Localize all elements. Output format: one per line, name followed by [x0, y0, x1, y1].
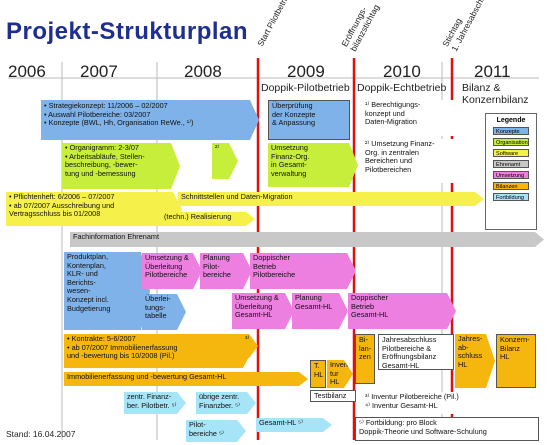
subtitle-2011: Bilanz & Konzernbilanz — [462, 82, 529, 106]
umsetzung-ueberleitung-gesamt: Umsetzung & Überleitung Gesamt-HL — [232, 293, 294, 329]
subtitle-2009: Doppik-Pilotbetrieb — [261, 82, 350, 94]
year-2009: 2009 — [287, 62, 325, 81]
fortbildung-pilotbereiche: Pilot- bereiche ⁵⁾ — [186, 420, 246, 442]
legend-item-konzepte: Konzepte — [493, 127, 529, 135]
umsetzung-planung-gesamt: Planung Gesamt-HL — [292, 293, 348, 329]
bilanzen-bilanzen: Bi- lan- zen — [355, 334, 375, 384]
organisation-umsetzung-2009: Umsetzung Finanz-Org. in Gesamt- verwalt… — [268, 143, 358, 187]
bilanzen-testbilanz: Testbilanz — [310, 390, 356, 402]
software-realisierung: (techn.) Realisierung — [161, 212, 255, 226]
footnote-5-fortbildung: ⁵⁾ Fortbildung: pro Block Doppik-Theorie… — [355, 417, 539, 441]
fortbildung-gesamt-hl: Gesamt-HL ⁵⁾ — [256, 418, 332, 432]
footnote-2-finanz-org: ²⁾ Umsetzung Finanz- Org. in zentralen B… — [362, 139, 456, 183]
konzepte-produktplan: Produktplan, Kontenplan, KLR- und Berich… — [64, 252, 150, 330]
footnote-3-4-inventur: ³⁾ Inventur Pilotbereiche (Pil.) ⁴⁾ Inve… — [362, 392, 492, 414]
software-schnittstellen: Schnittstellen und Daten-Migration — [178, 192, 484, 206]
umsetzung-doppischer-pilot: Doppischer Betrieb Pilotbereiche — [250, 253, 356, 289]
year-2008: 2008 — [184, 62, 222, 81]
subtitle-2010: Doppik-Echtbetrieb — [357, 82, 447, 94]
footnote-1-berechtigungen: ¹⁾ Berechtigungs- konzept und Daten-Migr… — [362, 100, 456, 136]
legend-item-software: Software — [493, 149, 529, 157]
year-2010: 2010 — [383, 62, 421, 81]
year-2006: 2006 — [8, 62, 46, 81]
year-2011: 2011 — [474, 62, 511, 81]
year-2007: 2007 — [80, 62, 118, 81]
software-pflichtenheft: • Pflichtenheft: 6/2006 – 07/2007 • ab 0… — [6, 192, 182, 226]
konzepte-ueberleitungstabelle: Überlei- tungs- tabelle — [142, 294, 186, 330]
umsetzung-ueberleitung-pilot: Umsetzung & Überleitung Pilotbereiche — [142, 253, 202, 289]
fortbildung-zentr-pilot: zentr. Finanz- ber. Pilotbetr. ⁵⁾ — [124, 392, 186, 414]
bilanzen-eroeffnungsbilanz: Jahresabschluss Pilotbereiche & Eröffnun… — [378, 334, 454, 370]
legend-item-ehrenamt: Ehrenamt — [493, 160, 529, 168]
konzepte-main-block: • Strategiekonzept: 11/2006 – 02/2007 • … — [41, 100, 259, 140]
umsetzung-doppischer-gesamt: Doppischer Betrieb Gesamt-HL — [348, 293, 456, 329]
ehrenamt-fachinformation: Fachinformation Ehrenamt — [70, 232, 544, 247]
page-title: Projekt-Strukturplan — [6, 18, 249, 45]
bilanzen-kontrakte: • Kontrakte: 5-6/2007 • ab 07/2007 Immob… — [64, 334, 252, 368]
legend-item-fortbildung: Fortbildung — [493, 193, 529, 201]
legend-title: Legende — [496, 117, 526, 124]
umsetzung-planung-pilot: Planung Pilot- bereiche — [200, 253, 252, 289]
fortbildung-uebrige-zentr: übrige zentr. Finanzber. ⁵⁾ — [196, 392, 256, 414]
bilanzen-jahresabschluss-hl: Jahres- ab- schluss HL — [455, 334, 495, 388]
legend-item-organisation: Organisation — [493, 138, 529, 146]
organisation-main-block: • Organigramm: 2-3/07 • Arbeitsabläufe, … — [62, 143, 180, 189]
bilanzen-konzernbilanz: Konzern- Bilanz HL — [496, 334, 536, 388]
legend-item-bilanzen: Bilanzen — [493, 182, 529, 190]
bilanzen-thl: T. HL — [310, 360, 326, 388]
stand-date: Stand: 16.04.2007 — [6, 429, 76, 439]
legend-item-umsetzung: Umsetzung — [493, 171, 529, 179]
konzepte-review-2009: Überprüfung der Konzepte & Anpassung — [268, 100, 350, 140]
bilanzen-immobilien: Immobilienerfassung und -bewertung Gesam… — [64, 372, 308, 386]
legend: Legende Konzepte Organisation Software E… — [485, 113, 537, 230]
